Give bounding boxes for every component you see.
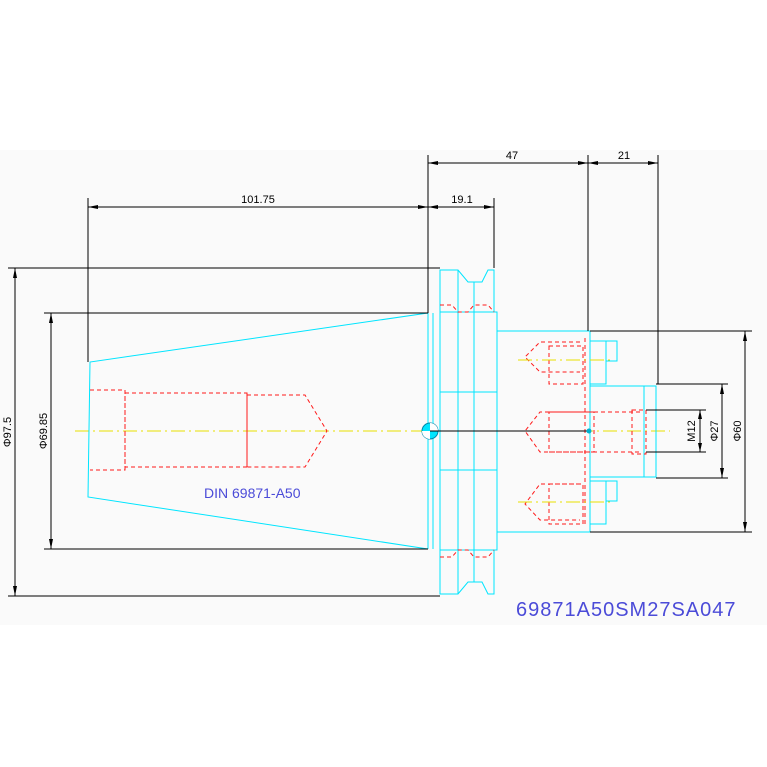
dim-taper-diameter-text: Φ69.85 [38,413,50,449]
dim-groove-width-text: 19.1 [451,194,472,206]
standard-label: DIN 69871-A50 [204,485,301,501]
screw-bottom [524,483,584,525]
dim-groove-width: 19.1 [428,194,495,268]
dim-thread-text: M12 [686,420,698,441]
dim-total-length: 101.75 [87,155,429,362]
dim-thread: M12 [646,409,706,453]
dim-flange-to-end: 47 [428,150,589,331]
part-number-label: 69871A50SM27SA047 [516,599,737,621]
screw-top [524,341,584,385]
dim-big-diameter-text: Φ97.5 [2,417,14,447]
dim-nose-length-text: 21 [618,150,630,162]
dim-pilot-diameter-text: Φ27 [709,420,721,441]
screw-center [524,409,647,455]
dim-outer-diameter: Φ60 [590,330,752,533]
origin-marker [421,422,592,440]
drawing-background [0,150,767,625]
dim-pilot-diameter: Φ27 [656,383,728,479]
dim-nose-length: 21 [588,150,659,384]
dim-big-diameter: Φ97.5 [2,267,440,597]
dim-outer-diameter-text: Φ60 [732,420,744,441]
dim-flange-to-end-text: 47 [506,150,518,162]
retention-bore [90,389,328,471]
flange [439,269,498,595]
dim-total-length-text: 101.75 [241,194,275,206]
dim-taper-diameter: Φ69.85 [38,312,428,550]
